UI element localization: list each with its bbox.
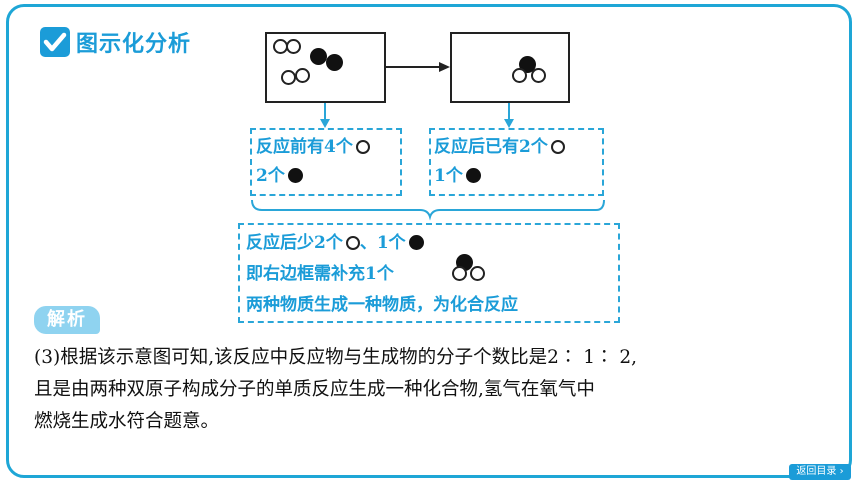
water-molecule-icon <box>452 254 488 284</box>
product-molecule-atom <box>531 68 546 83</box>
analysis-line-1: (3)根据该示意图可知,该反应中反应物与生成物的分子个数比是2∶ 1∶ 2, <box>34 347 638 368</box>
reactant-count-note <box>250 128 402 196</box>
o2-molecule-atom <box>295 68 310 83</box>
h2-molecule-atom <box>310 48 327 65</box>
summary-line1: 反应后少2个、1个 <box>246 228 424 253</box>
product-molecule-atom <box>512 68 527 83</box>
analysis-line-3: 燃烧生成水符合题意。 <box>34 411 220 432</box>
white-circle-icon <box>355 140 370 154</box>
o2-molecule-atom <box>286 39 301 54</box>
reactant-box <box>265 32 386 103</box>
analysis-badge: 解析 <box>34 306 100 334</box>
product-box <box>450 32 570 103</box>
product-count-line2: 1个 <box>434 161 481 186</box>
analysis-text: (3)根据该示意图可知,该反应中反应物与生成物的分子个数比是2∶ 1∶ 2, 且… <box>34 342 834 438</box>
analysis-line-2: 且是由两种双原子构成分子的单质反应生成一种化合物,氢气在氧气中 <box>34 379 595 400</box>
product-count-line1: 反应后已有2个 <box>434 132 565 157</box>
black-circle-icon <box>287 168 303 183</box>
section-title: 图示化分析 <box>76 32 192 57</box>
summary-note <box>238 223 620 323</box>
product-count-note <box>429 128 604 196</box>
reactant-count-line2: 2个 <box>256 161 303 186</box>
summary-line3: 两种物质生成一种物质，为化合反应 <box>246 295 518 315</box>
black-circle-icon <box>465 168 481 183</box>
o2-molecule-atom <box>281 70 296 85</box>
h2-molecule-atom <box>326 54 343 71</box>
checkmark-icon <box>40 27 70 57</box>
summary-line2: 即右边框需补充1个 <box>246 264 394 284</box>
black-circle-icon <box>408 235 424 250</box>
back-to-contents-button[interactable]: 返回目录 › <box>789 464 851 480</box>
diagram-arrows <box>251 62 605 221</box>
white-circle-icon <box>550 140 565 154</box>
reactant-count-line1: 反应前有4个 <box>256 132 370 157</box>
white-circle-icon <box>345 236 360 250</box>
